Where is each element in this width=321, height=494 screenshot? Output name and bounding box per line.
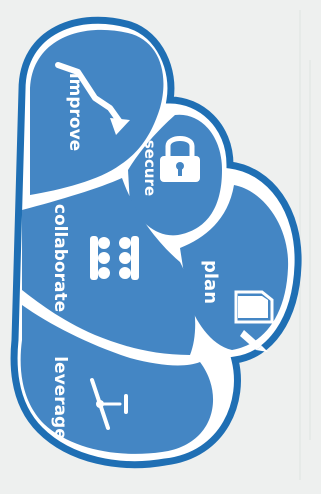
people-group-icon [90, 236, 139, 280]
segment-label-leverage: leverage [50, 356, 70, 440]
segment-leverage [20, 305, 214, 454]
lever-icon [90, 378, 128, 430]
segment-label-collaborate: collaborate [50, 204, 70, 312]
segment-collaborate [22, 178, 196, 355]
background-texture [299, 10, 311, 480]
trend-arrow-icon [55, 62, 130, 135]
segment-label-improve: improve [65, 73, 85, 151]
document-pencil-icon [234, 290, 274, 352]
segment-improve [30, 29, 164, 195]
padlock-icon [160, 136, 200, 182]
segment-label-plan: plan [200, 260, 221, 304]
segment-label-secure: secure [141, 140, 159, 196]
